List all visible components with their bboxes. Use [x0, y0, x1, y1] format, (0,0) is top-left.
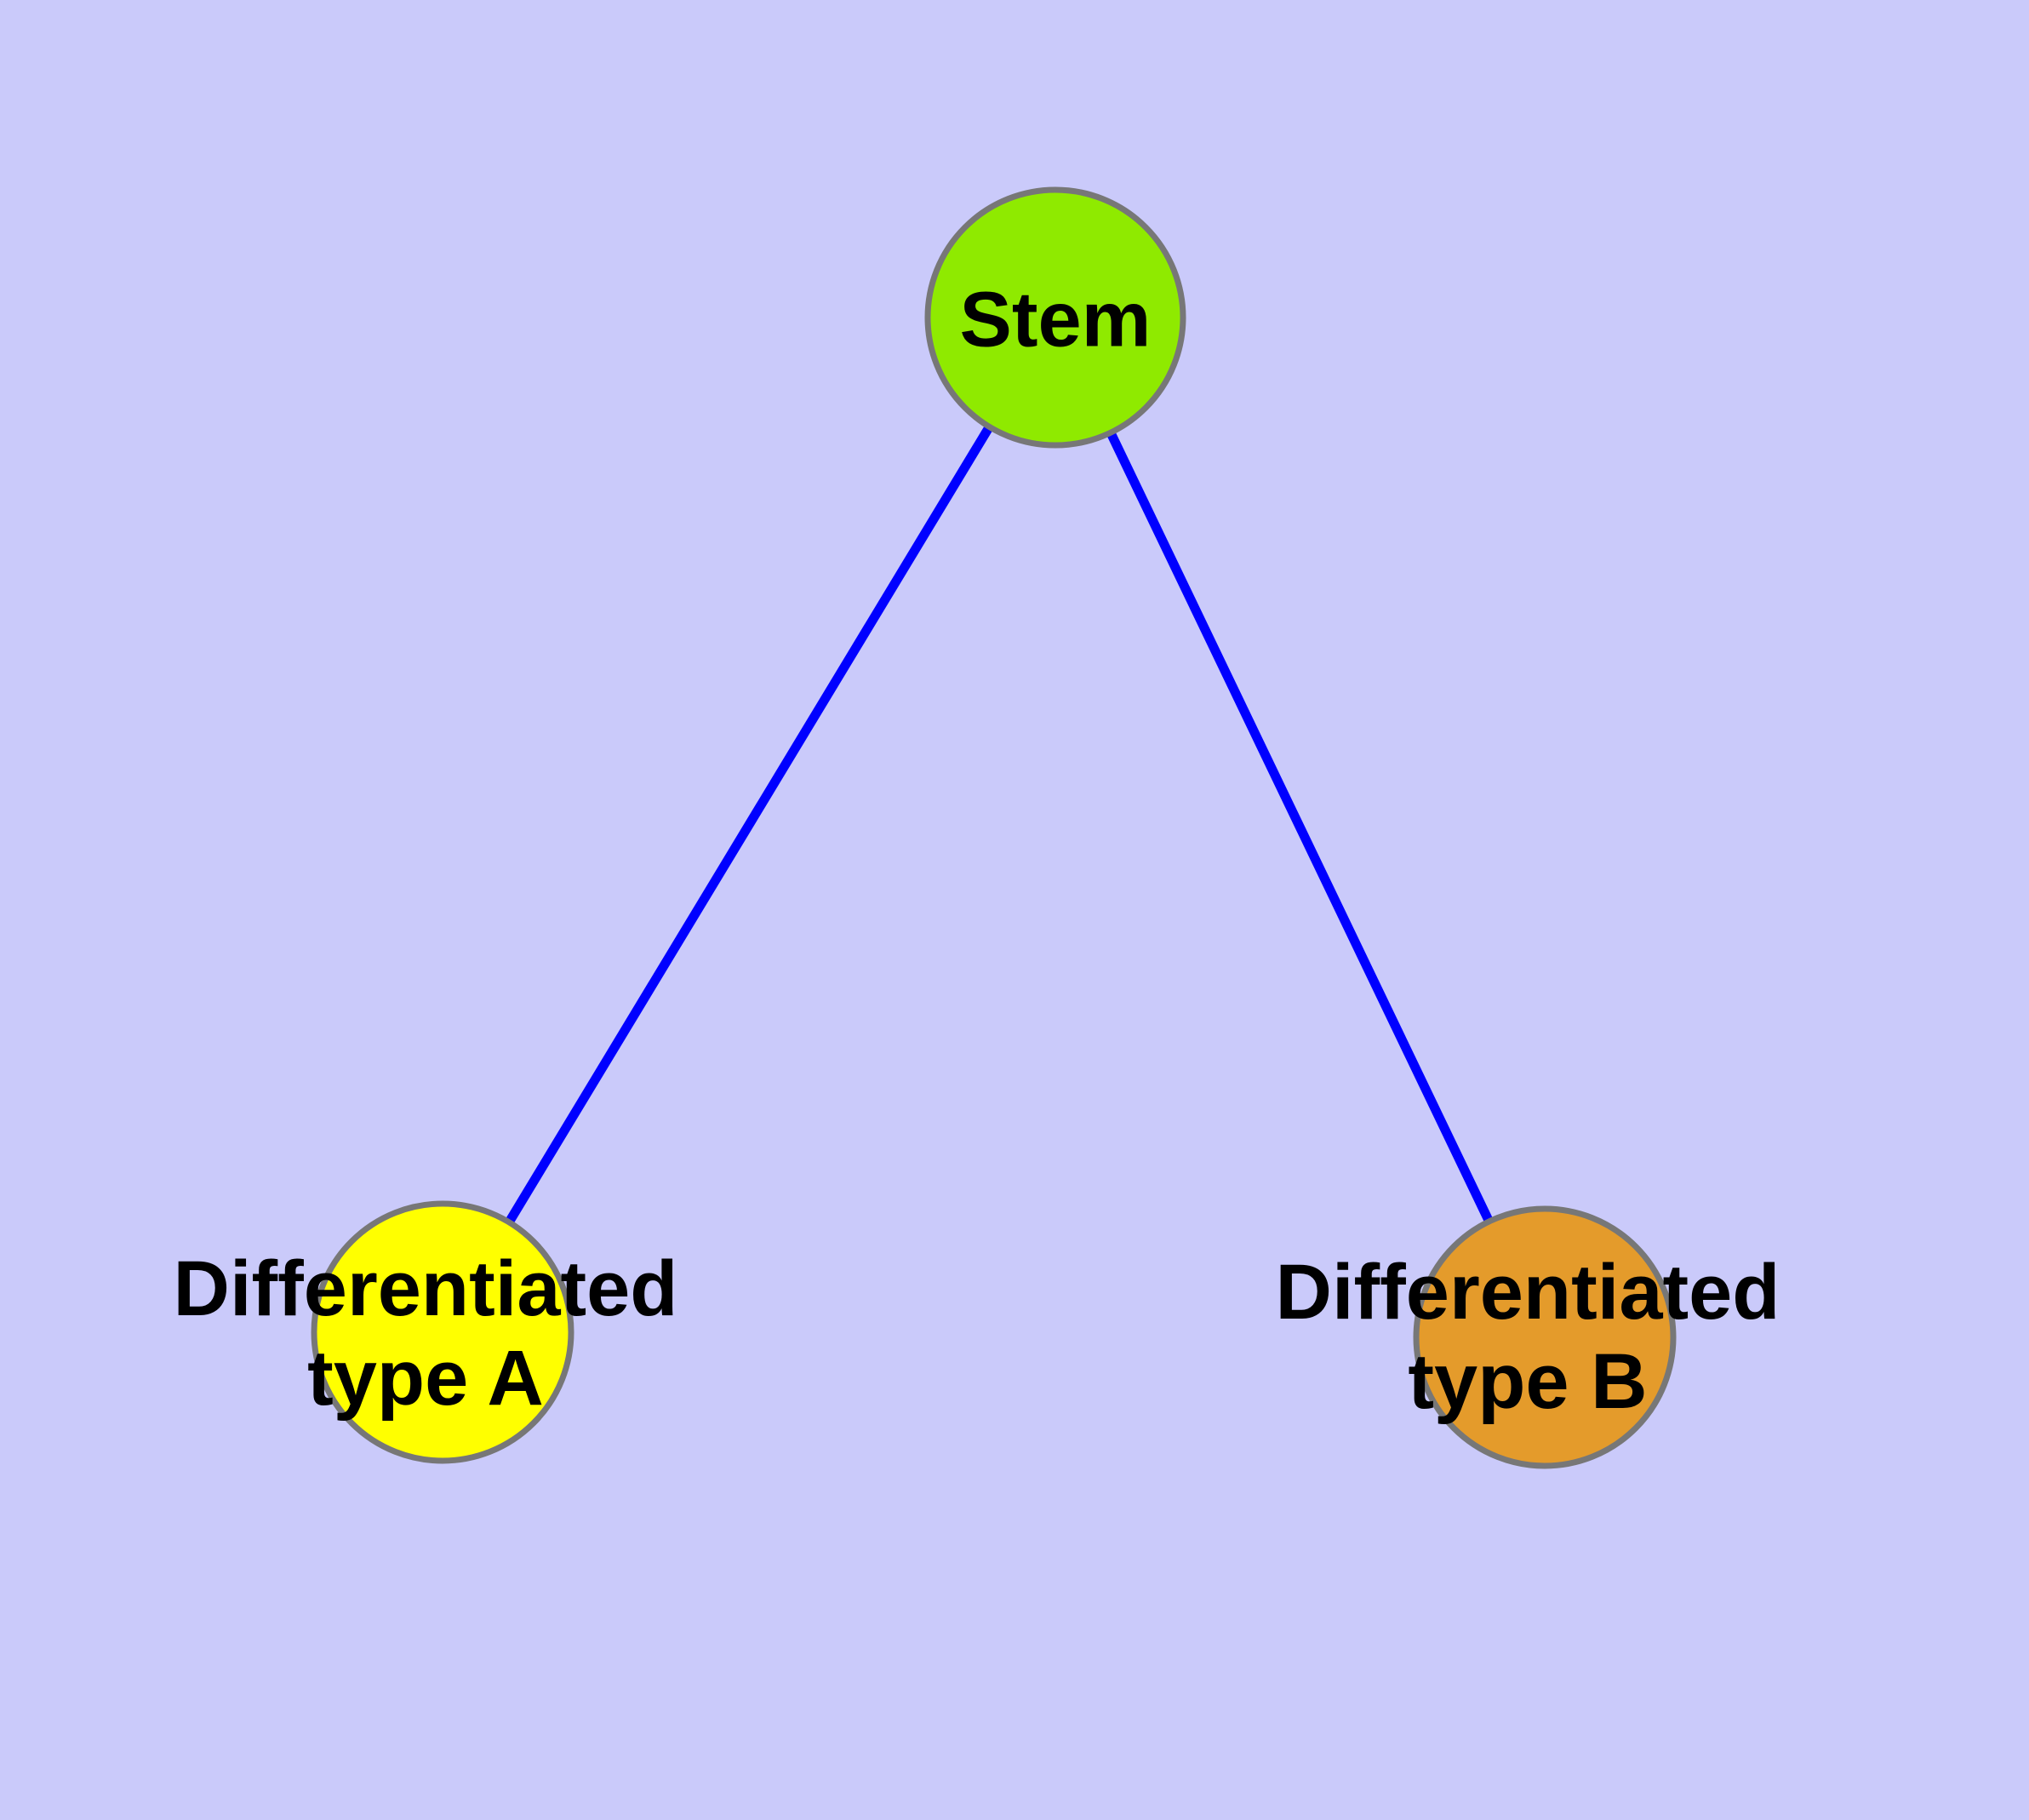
node-differentiated-type-b-circle — [1413, 1205, 1677, 1469]
edge-stem-to-type-b — [1051, 315, 1549, 1340]
node-type-a-label-line2: type A — [307, 1335, 544, 1422]
node-type-b-label-line1: Differentiated — [1275, 1249, 1780, 1336]
node-stem-circle — [924, 186, 1186, 449]
node-differentiated-type-a-label: Differentiated type A — [174, 1245, 678, 1423]
node-differentiated-type-a-circle — [311, 1200, 574, 1464]
node-type-b-label-line2: type B — [1408, 1338, 1648, 1425]
node-stem-label: Stem — [960, 276, 1152, 365]
node-stem-label-line1: Stem — [959, 276, 1152, 363]
edge-stem-to-type-a — [438, 315, 1060, 1335]
node-differentiated-type-b-label: Differentiated type B — [1276, 1248, 1780, 1427]
node-type-a-label-line1: Differentiated — [173, 1245, 678, 1332]
